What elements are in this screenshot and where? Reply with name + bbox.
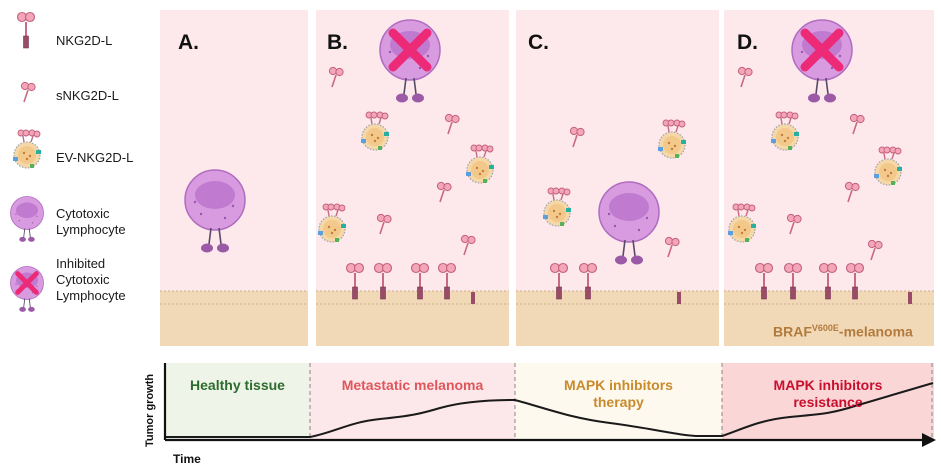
legend-cytotoxic-label: Cytotoxic Lymphocyte [56,206,126,238]
phase-resistance-label: MAPK inhibitors resistance [727,377,929,411]
panel-b [316,10,509,346]
panel-label-c: C. [528,31,549,54]
x-axis-label: Time [173,452,201,466]
phase-therapy-line2: therapy [593,394,644,410]
y-axis-label: Tumor growth [144,373,156,447]
panel-d [724,10,934,346]
panel-label-a: A. [178,31,199,54]
phase-therapy-bg [515,363,722,439]
phase-resistance-bg [722,363,934,439]
legend-nkg2dl-label: NKG2D-L [56,33,113,48]
phase-therapy-label: MAPK inhibitors therapy [520,377,717,411]
legend-evnkg2dl-label: EV-NKG2D-L [56,150,134,165]
x-axis-arrow [922,433,936,447]
melanoma-label-suffix: -melanoma [838,323,913,340]
legend-snkg2dl-label: sNKG2D-L [56,88,119,103]
melanoma-label: BRAFV600E-melanoma [773,323,913,340]
legend-inhibited-label: Inhibited Cytotoxic Lymphocyte [56,256,126,304]
legend-inhibited-line1: Inhibited [56,256,106,271]
legend-inhibited-line2: Cytotoxic [56,272,110,287]
legend-cytotoxic-line1: Cytotoxic [56,206,110,221]
legend-inhibited-line3: Lymphocyte [56,288,126,303]
melanoma-label-superscript: V600E [811,323,839,333]
melanoma-label-prefix: BRAF [773,323,812,340]
phase-resistance-line1: MAPK inhibitors [773,377,883,393]
nkg2dl-icon [16,11,36,49]
panel-c [516,10,719,346]
timeline-chart [163,363,936,447]
phase-healthy-label: Healthy tissue [190,377,285,393]
phase-resistance-line2: resistance [793,394,863,410]
phase-healthy-bg [165,363,310,439]
legend-cytotoxic-line2: Lymphocyte [56,222,126,237]
legend-icons [10,11,44,313]
phase-metastatic-label: Metastatic melanoma [341,377,484,393]
ev-nkg2dl-icon [12,129,42,169]
panel-label-b: B. [327,31,348,54]
phase-therapy-line1: MAPK inhibitors [564,377,673,393]
inhibited-lymphocyte-icon [10,266,44,313]
panel-label-d: D. [737,31,758,54]
panel-a [160,10,308,346]
cytotoxic-lymphocyte-icon [10,196,44,243]
tumor-growth-curve [165,382,934,438]
snkg2dl-icon [20,81,36,103]
